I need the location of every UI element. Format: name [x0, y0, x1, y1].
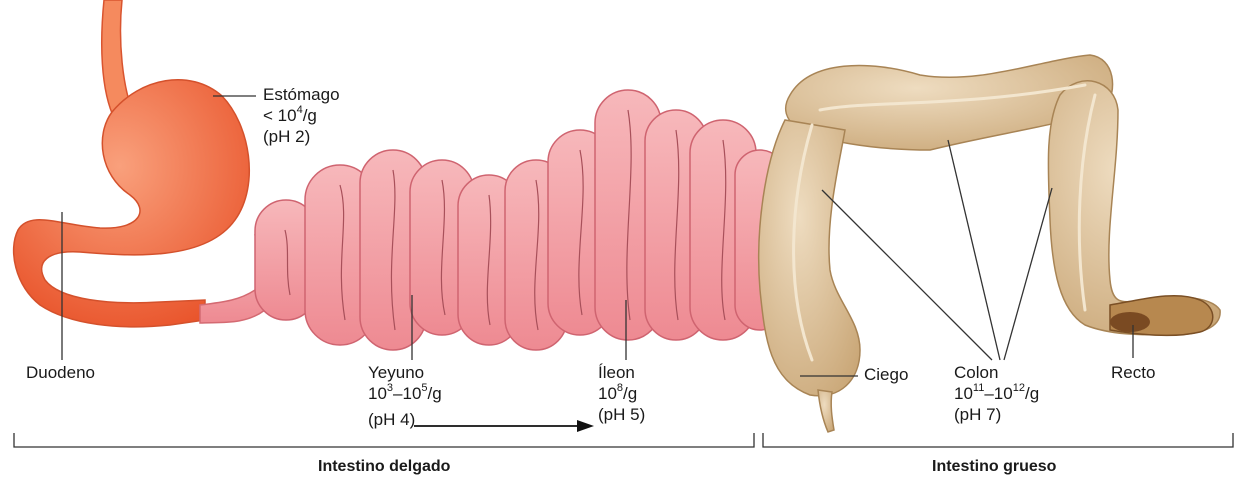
cecum-name: Ciego — [864, 364, 908, 385]
colon-count-exp2: 12 — [1013, 382, 1025, 394]
ileum-count-unit: /g — [623, 384, 637, 403]
colon-ph: (pH 7) — [954, 404, 1039, 425]
stomach-count-base: < 10 — [263, 106, 297, 125]
ileum-ph: (pH 5) — [598, 404, 645, 425]
rectum-dark-patch — [1110, 312, 1150, 332]
bracket-large-intestine — [763, 433, 1233, 447]
ileum-count-base: 10 — [598, 384, 617, 403]
duodenum-label: Duodeno — [26, 362, 95, 383]
jejunum-ph: (pH 4) — [368, 409, 442, 430]
stomach-count: < 104/g — [263, 105, 340, 126]
ileum-name: Íleon — [598, 362, 645, 383]
jejunum-count: 103–105/g — [368, 383, 442, 404]
colon-count-base1: 10 — [954, 384, 973, 403]
stomach-count-exp: 4 — [297, 104, 303, 116]
colon-count: 1011–1012/g — [954, 383, 1039, 404]
jejunum-count-base2: –10 — [393, 384, 421, 403]
colon-label: Colon 1011–1012/g (pH 7) — [954, 362, 1039, 425]
jejunum-name: Yeyuno — [368, 362, 442, 383]
rectum-label: Recto — [1111, 362, 1155, 383]
duodenum-name: Duodeno — [26, 362, 95, 383]
stomach-label: Estómago < 104/g (pH 2) — [263, 84, 340, 147]
ileum-count-exp: 8 — [617, 382, 623, 394]
jejunum-label: Yeyuno 103–105/g (pH 4) — [368, 362, 442, 430]
cecum-label: Ciego — [864, 364, 908, 385]
colon-count-unit: /g — [1025, 384, 1039, 403]
jejunum-count-exp2: 5 — [421, 382, 427, 394]
section-small-intestine: Intestino delgado — [318, 458, 450, 476]
stomach-ph: (pH 2) — [263, 126, 340, 147]
section-large-intestine: Intestino grueso — [932, 458, 1056, 476]
ileum-count: 108/g — [598, 383, 645, 404]
bracket-small-intestine — [14, 433, 754, 447]
jejunum-count-unit: /g — [428, 384, 442, 403]
stomach-name: Estómago — [263, 84, 340, 105]
jejunum-count-exp1: 3 — [387, 382, 393, 394]
stomach-shape — [14, 80, 250, 327]
colon-name: Colon — [954, 362, 1039, 383]
colon-count-base2: –10 — [984, 384, 1012, 403]
colon-count-exp1: 11 — [973, 382, 984, 394]
jejunum-count-base1: 10 — [368, 384, 387, 403]
rectum-name: Recto — [1111, 362, 1155, 383]
stomach-count-unit: /g — [303, 106, 317, 125]
ileum-label: Íleon 108/g (pH 5) — [598, 362, 645, 425]
